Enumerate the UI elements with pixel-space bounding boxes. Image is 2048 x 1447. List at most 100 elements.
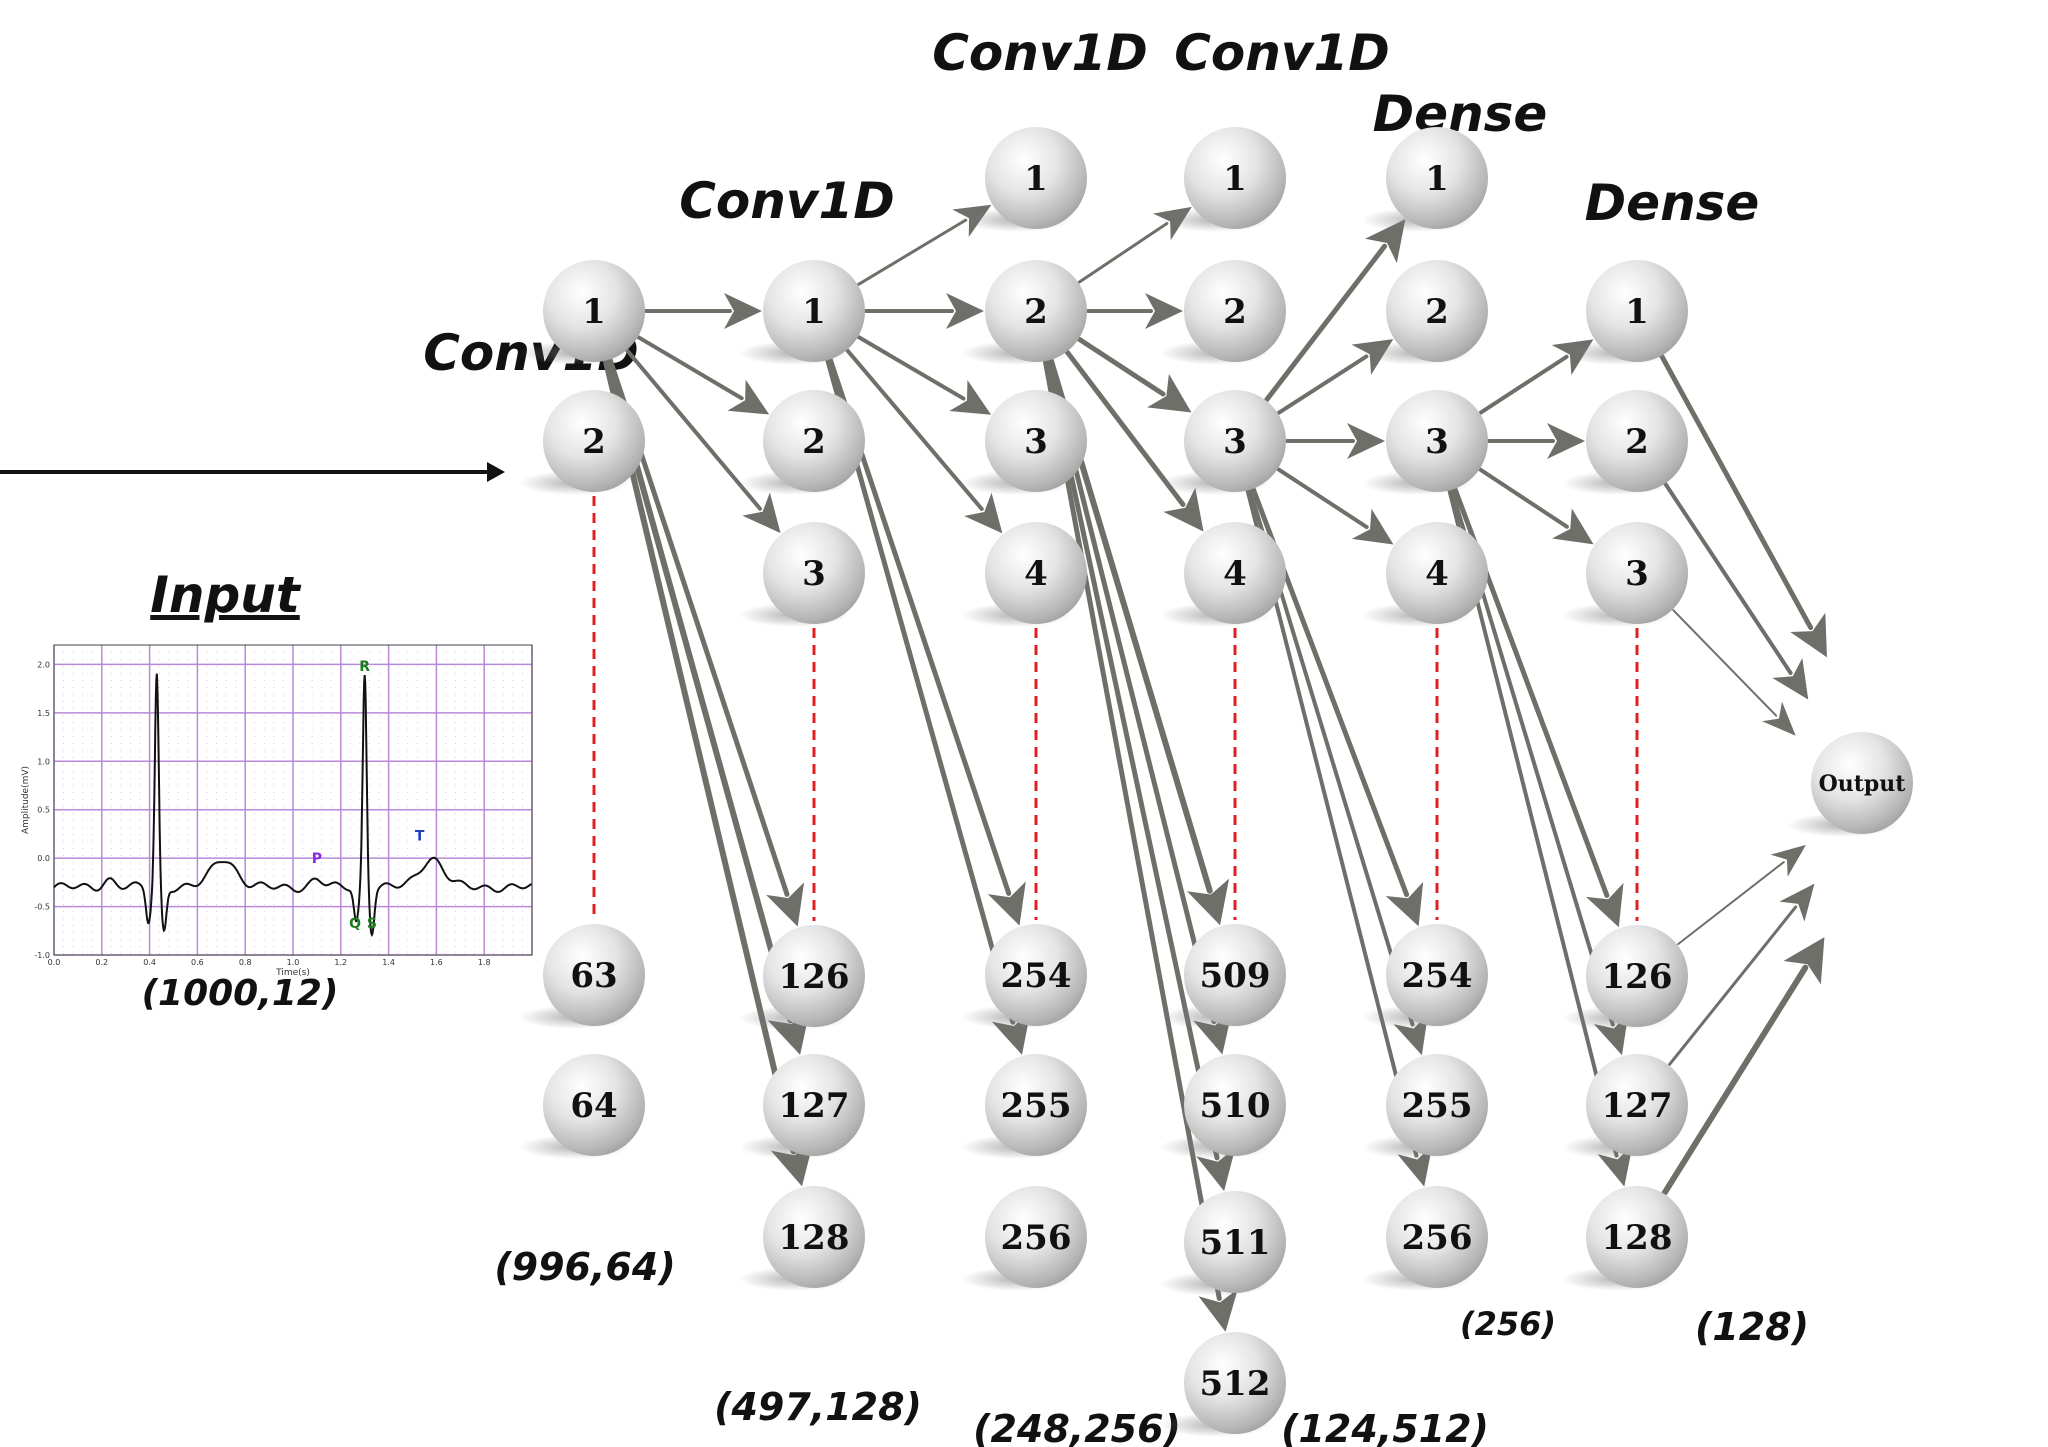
arrow-head (724, 293, 762, 329)
node-label: 512 (1200, 1364, 1271, 1404)
node-label: 3 (1425, 422, 1449, 462)
node-label: 3 (1223, 422, 1247, 462)
node-label: 3 (1625, 554, 1649, 594)
node-label: 256 (1402, 1218, 1473, 1258)
node: 1 (519, 260, 645, 365)
ecg-x-tick: 0.2 (95, 958, 108, 967)
node: 63 (519, 924, 645, 1029)
layer-1-shape: (996,64) (494, 1245, 675, 1289)
node-sphere (1184, 522, 1286, 624)
node-label: 4 (1425, 554, 1449, 594)
node-label: 1 (1223, 159, 1247, 199)
arrow-head (1347, 423, 1385, 459)
ecg-y-tick: 2.0 (37, 660, 50, 669)
connection-arrow (1276, 467, 1369, 530)
node: 1 (961, 127, 1087, 232)
layer-5-shape: (256) (1460, 1305, 1556, 1343)
arrow-head (1198, 1288, 1238, 1332)
layer-2-title: Conv1D (679, 172, 895, 230)
node-label: 127 (779, 1086, 850, 1126)
node-label: 128 (779, 1218, 850, 1258)
connection-arrow (1672, 609, 1778, 717)
node-sphere (1586, 260, 1688, 362)
connection-arrow (625, 348, 762, 511)
arrow-head (727, 379, 770, 415)
node-sphere (1586, 390, 1688, 492)
node-sphere (1184, 390, 1286, 492)
arrow-head (1772, 658, 1809, 700)
node: 255 (1362, 1054, 1488, 1159)
node-sphere (985, 1054, 1087, 1156)
node-label: 126 (779, 957, 850, 997)
ecg-xlabel: Time(s) (275, 968, 310, 978)
arrow-head (766, 882, 805, 927)
node-sphere (543, 260, 645, 362)
node: 127 (739, 1054, 865, 1159)
node-sphere (1184, 260, 1286, 362)
ecg-x-tick: 0.6 (191, 958, 204, 967)
node: 256 (961, 1186, 1087, 1291)
node-sphere (1184, 924, 1286, 1026)
node-label: 63 (570, 956, 617, 996)
node-label: 255 (1402, 1086, 1473, 1126)
layer-2-shape: (497,128) (714, 1385, 922, 1429)
ecg-y-tick: -1.0 (34, 951, 50, 960)
node-label: 1 (582, 292, 606, 332)
node-label: 2 (1223, 292, 1247, 332)
node: 2 (1160, 260, 1286, 365)
node: 1 (1562, 260, 1688, 365)
arrow-head (1145, 293, 1183, 329)
node-sphere (763, 1186, 865, 1288)
node-label: 2 (1425, 292, 1449, 332)
node-sphere (1184, 1332, 1286, 1434)
node-sphere (763, 390, 865, 492)
connection-arrow (1668, 905, 1798, 1066)
connection-arrow (1478, 354, 1569, 415)
node-sphere (1386, 390, 1488, 492)
node-sphere (763, 1054, 865, 1156)
ecg-x-tick: 1.8 (478, 958, 491, 967)
ecg-wave-label: S (367, 916, 377, 932)
node-label: 126 (1602, 957, 1673, 997)
node: 3 (1362, 390, 1488, 495)
node: 254 (961, 924, 1087, 1029)
node: 126 (1562, 925, 1688, 1030)
node: 4 (1160, 522, 1286, 627)
node: 3 (961, 390, 1087, 495)
node: 128 (739, 1186, 865, 1291)
node-sphere (1811, 732, 1913, 834)
node-label: 1 (802, 292, 826, 332)
node: 126 (739, 925, 865, 1030)
node-sphere (543, 924, 645, 1026)
node-sphere (763, 260, 865, 362)
node: 2 (1362, 260, 1488, 365)
connection-arrow (1661, 964, 1809, 1196)
ellipsis-lines (592, 496, 1639, 921)
ecg-x-tick: 0.8 (239, 958, 252, 967)
connection-arrow (1677, 861, 1785, 946)
arrow-head (946, 293, 984, 329)
connection-arrow (825, 358, 1016, 1025)
node-label: 127 (1602, 1086, 1673, 1126)
node-sphere (1586, 522, 1688, 624)
arrow-head (1586, 882, 1624, 928)
node: 254 (1362, 924, 1488, 1029)
node: 127 (1562, 1054, 1688, 1159)
connection-arrow (636, 335, 744, 401)
node-label: 3 (802, 554, 826, 594)
connection-arrow (1663, 482, 1793, 675)
node-label: 1 (1625, 292, 1649, 332)
ecg-x-tick: 0.0 (48, 958, 61, 967)
output-node: Output (1787, 732, 1913, 837)
arrow-head (1163, 487, 1204, 532)
node-sphere (1386, 127, 1488, 229)
node: 128 (1562, 1186, 1688, 1291)
connection-arrow (857, 218, 968, 286)
node-label: 2 (1625, 422, 1649, 462)
connection-arrow (1478, 467, 1569, 529)
node-sphere (1586, 1186, 1688, 1288)
connection-arrow (1077, 336, 1166, 397)
node: 512 (1160, 1332, 1286, 1437)
input-title: Input (150, 566, 302, 624)
